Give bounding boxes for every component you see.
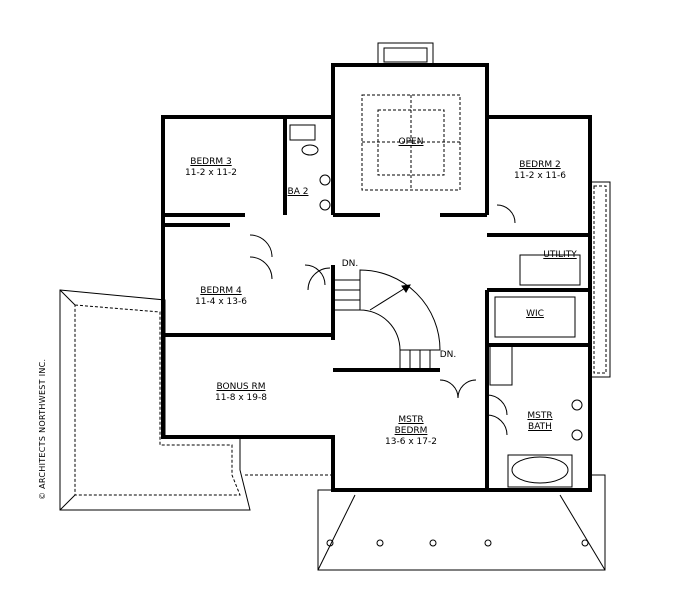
room-label-mstr-bedrm: MSTR (398, 415, 424, 425)
room-label-mstr-bedrm-2: BEDRM (394, 426, 428, 436)
room-size-bedrm4: 11-4 x 13-6 (195, 297, 247, 307)
room-label-mstr-bath-2: BATH (528, 422, 552, 432)
room-label-bedrm3: BEDRM 3 (190, 157, 232, 167)
room-label-utility: UTILITY (543, 250, 577, 260)
room-size-bonus: 11-8 x 19-8 (215, 393, 267, 403)
room-label-ba2: BA 2 (287, 187, 309, 197)
room-label-mstr-bath: MSTR (527, 411, 553, 421)
copyright-text: © ARCHITECTS NORTHWEST INC. (38, 358, 47, 500)
curved-stair (359, 269, 441, 351)
room-label-open: OPEN (398, 137, 424, 147)
room-size-mstr-bedrm: 13-6 x 17-2 (385, 437, 437, 447)
walls (161, 63, 592, 492)
room-label-bonus: BONUS RM (216, 382, 266, 392)
room-label-wic: WIC (526, 309, 544, 319)
room-label-bedrm2: BEDRM 2 (519, 160, 561, 170)
garage-roof-inner (74, 304, 241, 496)
room-size-bedrm2: 11-2 x 11-6 (514, 171, 566, 181)
room-size-bedrm3: 11-2 x 11-2 (185, 168, 237, 178)
stair-down-label: DN. (439, 350, 457, 360)
stair-down-label: DN. (341, 259, 359, 269)
room-label-bedrm4: BEDRM 4 (200, 286, 242, 296)
